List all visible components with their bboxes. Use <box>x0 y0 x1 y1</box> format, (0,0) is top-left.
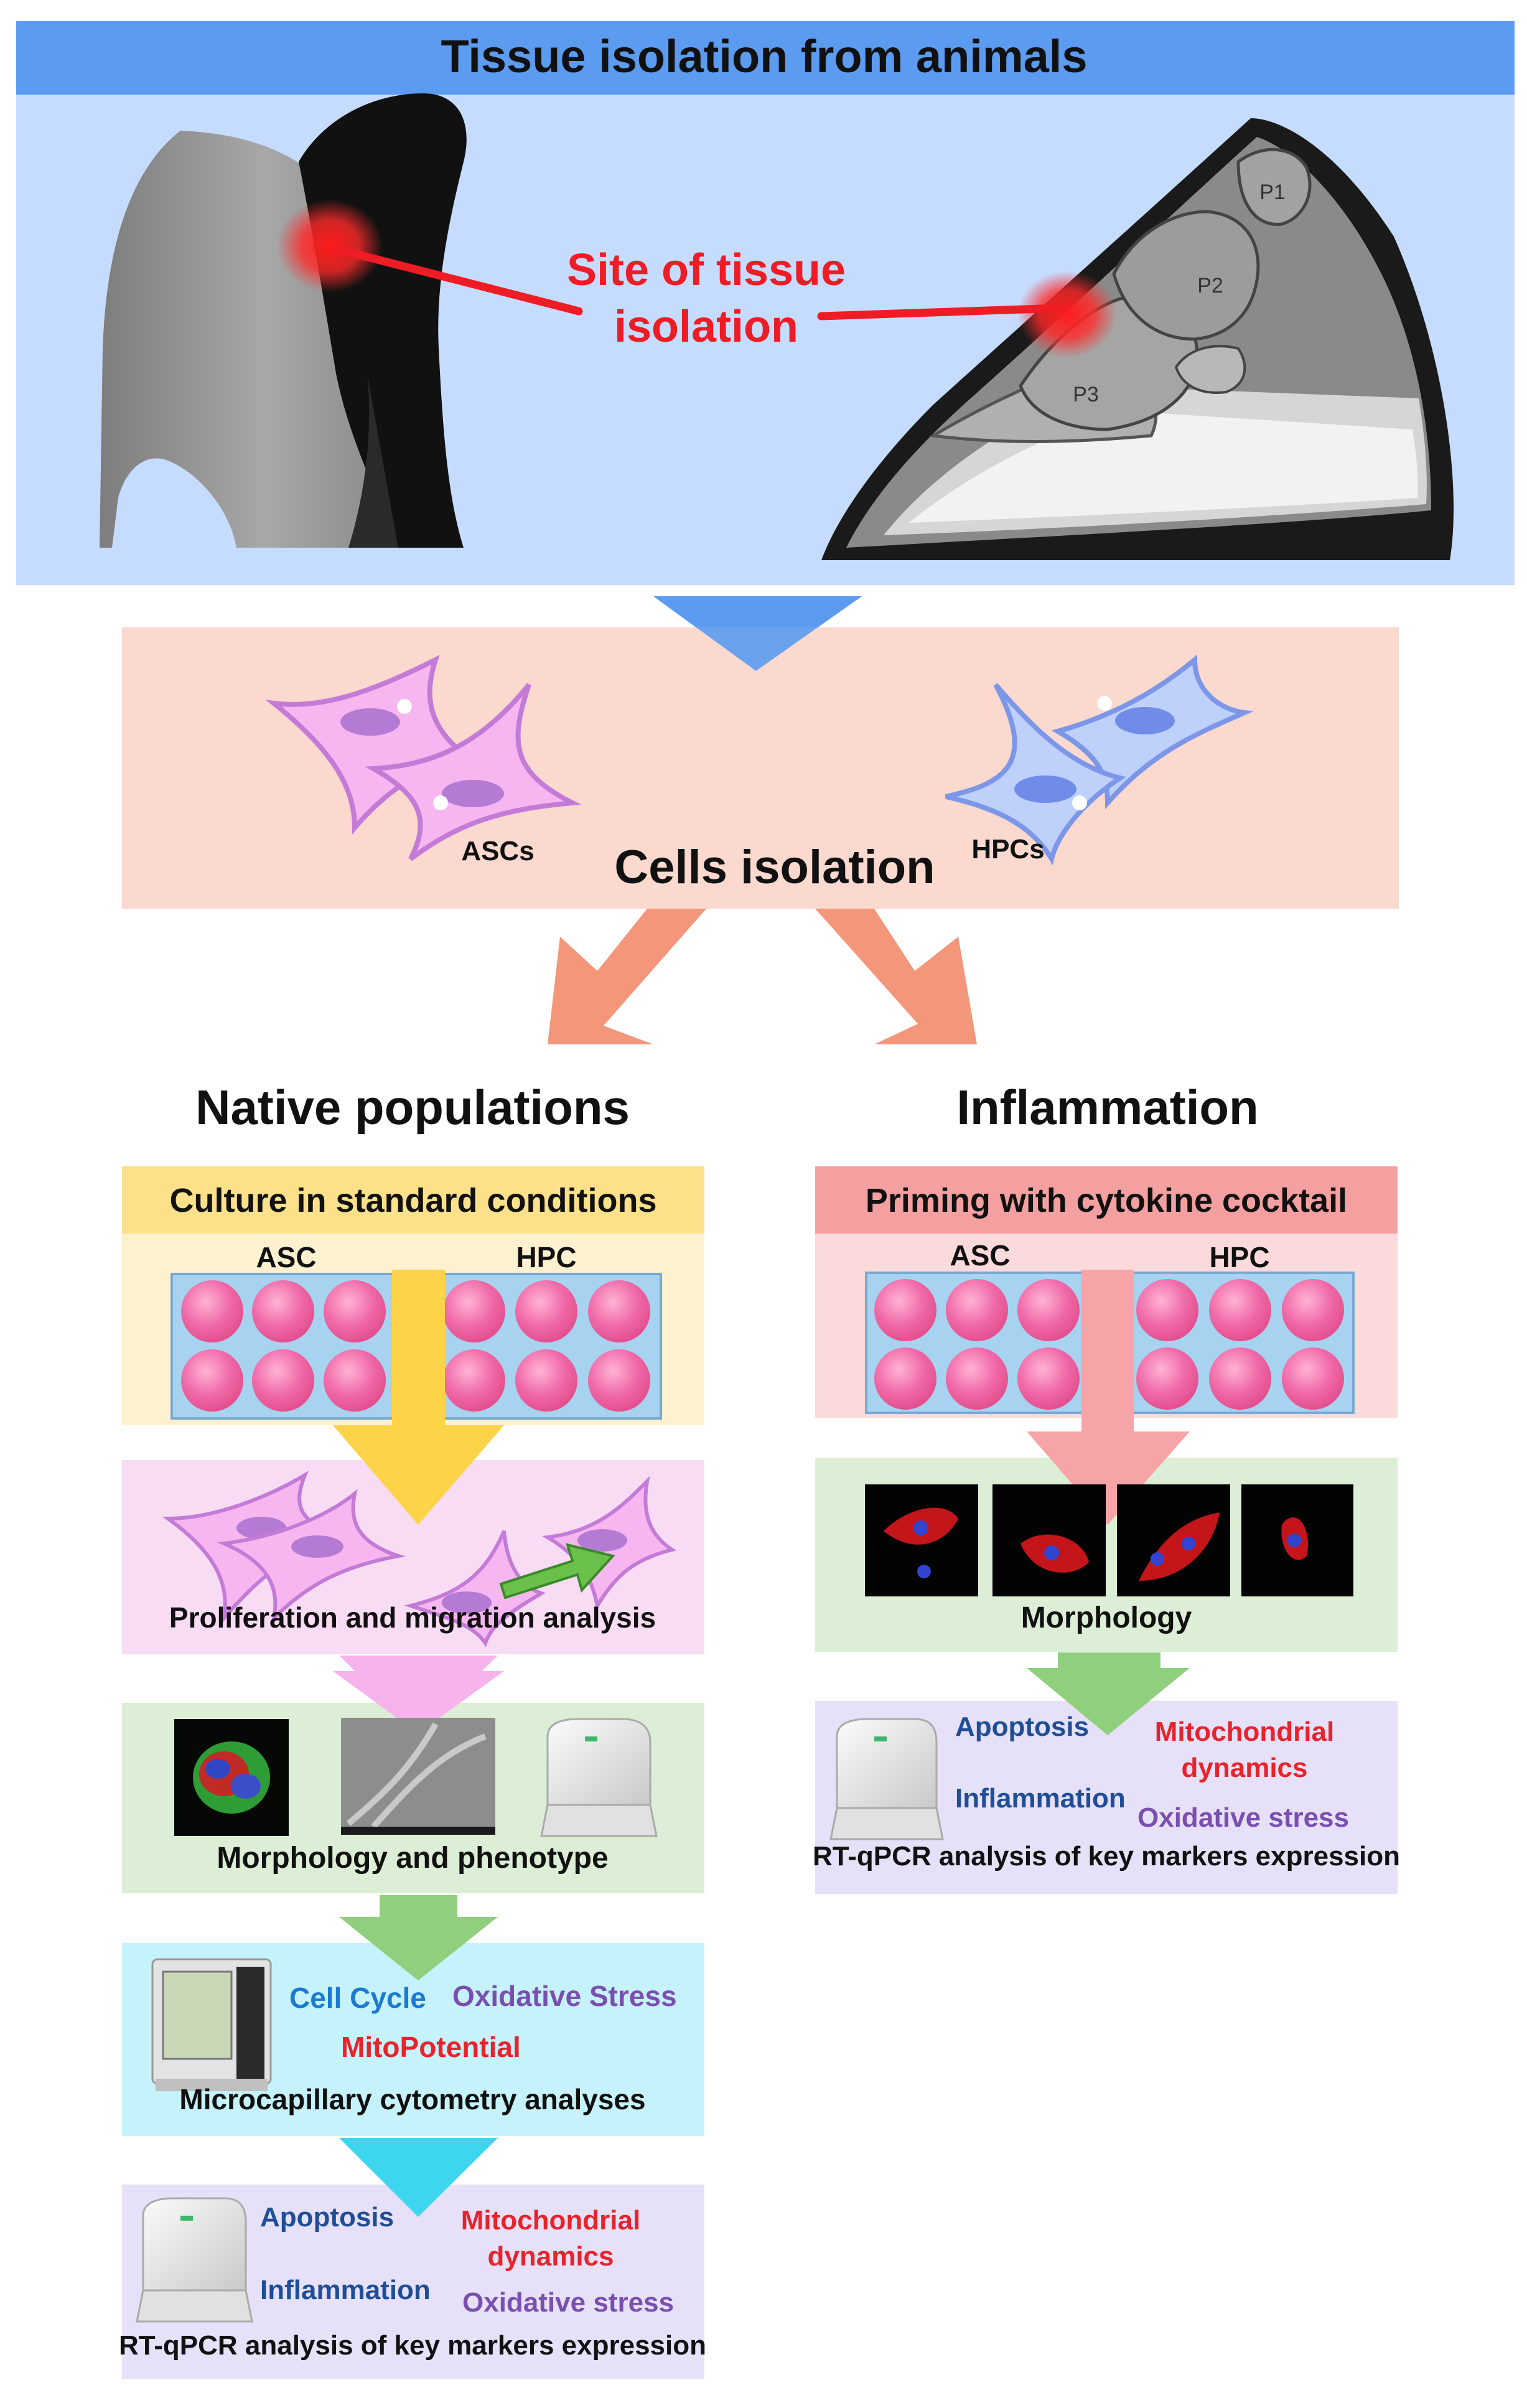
proliferation-caption: Proliferation and migration analysis <box>169 1601 656 1634</box>
arrow-down-left-icon <box>548 909 706 1044</box>
arrow-down-icon <box>333 1270 504 1525</box>
culture-title: Culture in standard conditions <box>169 1182 657 1219</box>
ascs-label: ASCs <box>461 836 535 866</box>
qpcr-caption: RT-qPCR analysis of key markers expressi… <box>119 2330 706 2361</box>
arrow-down-icon <box>1027 1652 1190 1735</box>
inflam-qpcr-caption: RT-qPCR analysis of key markers expressi… <box>813 1841 1400 1872</box>
cells-title: Cells isolation <box>614 841 935 894</box>
inflam-oxidative-stress-label: Oxidative stress <box>1137 1802 1349 1833</box>
arrow-down-right-icon <box>815 909 977 1044</box>
inflammation-label: Inflammation <box>260 2275 431 2305</box>
well-plate-icon <box>865 1272 1091 1414</box>
morphology-inflam-caption: Morphology <box>1020 1601 1192 1634</box>
qpcr-machine-icon <box>540 1718 658 1837</box>
migration-arrow-icon <box>499 1543 615 1600</box>
site-label-line1: Site of tissue <box>566 245 846 295</box>
oxidative-stress-label: Oxidative stress <box>462 2287 674 2318</box>
bone-label-p3: P3 <box>1073 383 1099 406</box>
inflam-plate-label-asc: ASC <box>950 1239 1011 1272</box>
well-plate-icon <box>434 1273 662 1420</box>
mitopotential-label: MitoPotential <box>341 2031 521 2063</box>
inflam-mito-dynamics-line1: Mitochondrial <box>1154 1717 1335 1747</box>
isolation-site-marker <box>277 199 383 293</box>
bone-label-p2: P2 <box>1197 274 1223 297</box>
micrograph-icon <box>992 1484 1106 1596</box>
micrograph-icon <box>174 1719 289 1836</box>
priming-title: Priming with cytokine cocktail <box>865 1182 1348 1219</box>
cell-icon <box>404 1530 546 1647</box>
morphology-caption: Morphology and phenotype <box>217 1842 609 1875</box>
cytometry-caption: Microcapillary cytometry analyses <box>179 2083 646 2115</box>
well-plate-icon <box>1128 1272 1355 1414</box>
hoof-section-icon <box>821 118 1454 560</box>
cell-cycle-label: Cell Cycle <box>289 1982 426 2014</box>
inflam-inflammation-label: Inflammation <box>955 1783 1126 1814</box>
arrow-down-icon <box>339 1895 498 1980</box>
arrow-down-icon <box>653 596 862 671</box>
bone-label-p1: P1 <box>1259 180 1286 204</box>
inflam-apoptosis-label: Apoptosis <box>955 1712 1090 1742</box>
site-label-line2: isolation <box>614 302 799 352</box>
qpcr-machine-icon <box>829 1718 944 1840</box>
native-heading: Native populations <box>195 1080 630 1135</box>
mito-dynamics-line1: Mitochondrial <box>460 2205 641 2236</box>
inflam-plate-label-hpc: HPC <box>1209 1241 1270 1273</box>
apoptosis-label: Apoptosis <box>260 2202 395 2232</box>
cell-icon <box>945 683 1126 866</box>
plate-label-asc: ASC <box>256 1241 317 1273</box>
arrow-down-icon <box>339 1656 498 1733</box>
inflam-mito-dynamics-line2: dynamics <box>1181 1753 1308 1783</box>
cytometer-icon <box>151 1958 272 2091</box>
pointer-line <box>817 304 1065 321</box>
arrow-down-icon <box>1027 1270 1190 1525</box>
micrograph-icon <box>1117 1484 1230 1596</box>
plate-label-hpc: HPC <box>516 1241 577 1273</box>
micrograph-icon <box>865 1484 978 1596</box>
micrograph-icon <box>341 1718 495 1835</box>
isolation-site-marker <box>1017 271 1117 358</box>
tissue-title: Tissue isolation from animals <box>441 30 1088 82</box>
arrow-down-icon <box>339 2138 498 2217</box>
micrograph-icon <box>1241 1484 1353 1596</box>
well-plate-icon <box>170 1273 398 1420</box>
oxidative-stress-label: Oxidative Stress <box>452 1980 677 2012</box>
pointer-line <box>332 245 583 316</box>
mito-dynamics-line2: dynamics <box>487 2241 614 2272</box>
priming-title-bar <box>815 1166 1398 1234</box>
tissue-header <box>16 21 1515 95</box>
qpcr-machine-icon <box>136 2197 253 2323</box>
hpcs-label: HPCs <box>971 834 1045 864</box>
culture-title-bar <box>122 1166 704 1234</box>
cell-icon <box>217 1489 406 1624</box>
cell-icon <box>365 683 582 861</box>
inflam-heading: Inflammation <box>956 1080 1259 1135</box>
